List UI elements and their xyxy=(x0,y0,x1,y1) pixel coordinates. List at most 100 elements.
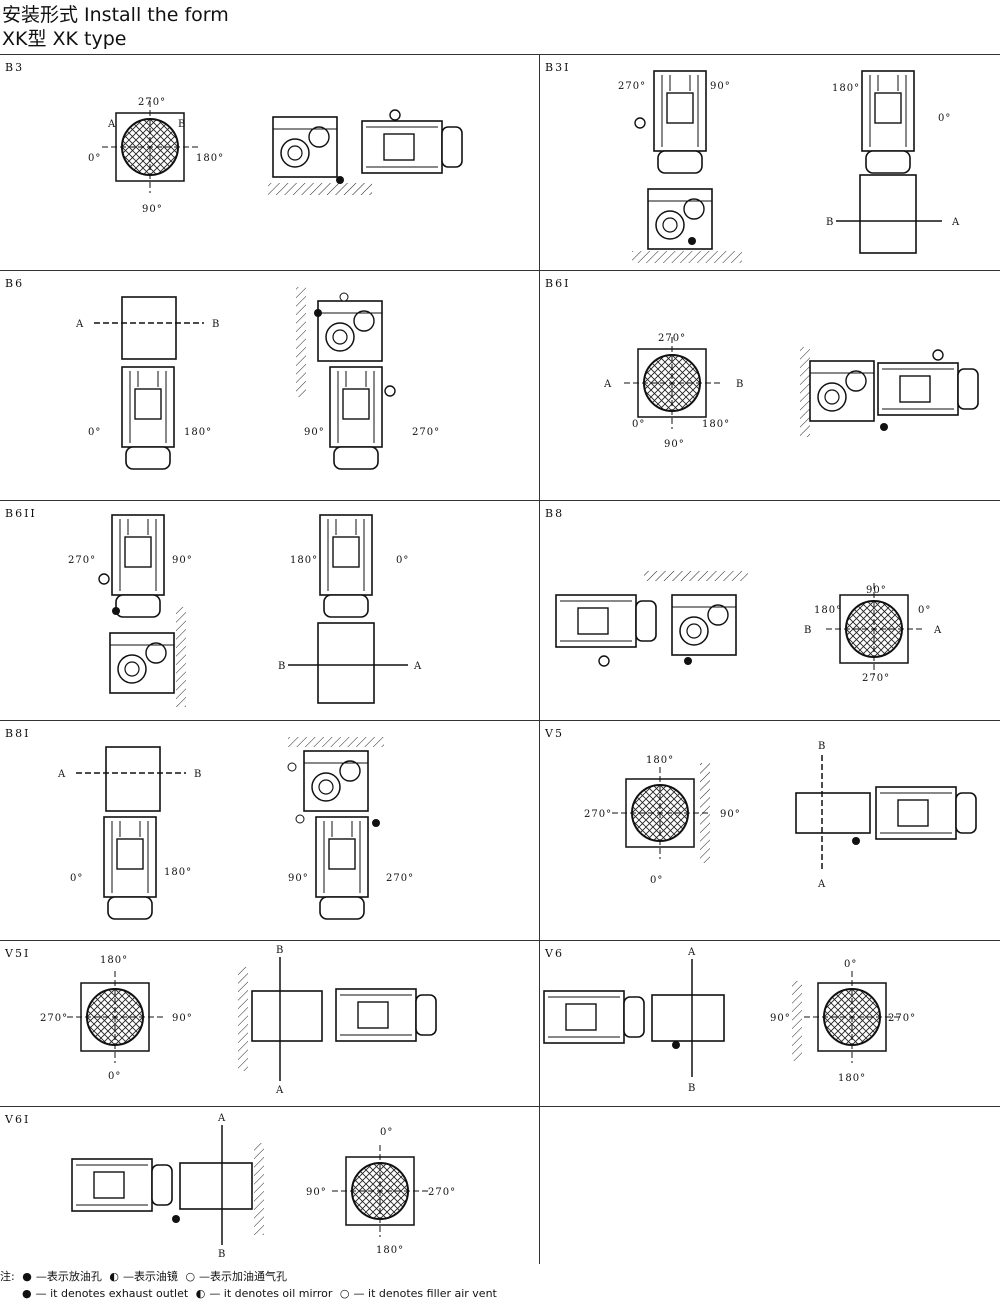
v6-diagram: A B 0° 90° 270° 180° xyxy=(543,947,916,1094)
angle-label: 180° xyxy=(184,427,212,438)
b3-diagram: 270° 180° 0° 90° A B xyxy=(88,97,463,215)
b6ii-diagram: 270° 90° 180° 0° B A xyxy=(68,514,422,707)
angle-label: 270° xyxy=(584,809,612,820)
angle-label: 180° xyxy=(702,419,730,430)
install-form-grid: B3 270° 180° 0° 90° A B B3I 270° 90° xyxy=(0,54,1000,1264)
angle-label: 180° xyxy=(164,867,192,878)
legend-en-mirror: — it denotes oil mirror xyxy=(209,1287,333,1300)
page-title-line1: 安装形式 Install the form xyxy=(2,4,229,26)
panel-b8: B8 90° 180° 0° B A 270° xyxy=(540,500,1000,720)
panel-v5i: V5I 180° 270° 90° 0° B A xyxy=(0,940,540,1106)
angle-label: 270° xyxy=(888,1013,916,1024)
angle-label: 90° xyxy=(172,1013,193,1024)
legend-cn-exhaust: —表示放油孔 xyxy=(35,1270,102,1283)
angle-label: 180° xyxy=(838,1073,866,1084)
shaft-label: B xyxy=(178,119,186,130)
shaft-label: A xyxy=(75,319,84,330)
shaft-label: B xyxy=(736,379,744,390)
angle-label: 0° xyxy=(88,427,101,438)
angle-label: 0° xyxy=(108,1071,121,1082)
shaft-label: B xyxy=(818,741,826,752)
b6i-diagram: 270° A B 0° 180° 90° xyxy=(603,333,979,450)
angle-label: 0° xyxy=(918,605,931,616)
angle-label: 0° xyxy=(650,875,663,886)
shaft-label: A xyxy=(57,769,66,780)
shaft-label: A xyxy=(951,217,960,228)
angle-label: 90° xyxy=(664,439,685,450)
angle-label: 180° xyxy=(376,1245,404,1256)
shaft-label: A xyxy=(603,379,612,390)
angle-label: 0° xyxy=(396,555,409,566)
legend-prefix: 注: xyxy=(0,1270,15,1283)
b8i-diagram: A B 0° 180° 90° 270° xyxy=(57,737,414,920)
filler-vent-icon: ○ xyxy=(185,1270,196,1283)
panel-b8i: B8I A B 0° 180° 90° 270° xyxy=(0,720,540,940)
shaft-label: A xyxy=(687,947,696,958)
angle-label: 270° xyxy=(68,555,96,566)
shaft-label: B xyxy=(278,661,286,672)
panel-b6i: B6I 270° A B 0° 180° 90° xyxy=(540,270,1000,500)
shaft-label: B xyxy=(212,319,220,330)
shaft-label: A xyxy=(933,625,942,636)
shaft-label: A xyxy=(275,1085,284,1096)
panel-label: B3I xyxy=(545,61,571,74)
angle-label: 180° xyxy=(196,153,224,164)
shaft-label: B xyxy=(826,217,834,228)
angle-label: 180° xyxy=(814,605,842,616)
shaft-label: A xyxy=(413,661,422,672)
legend-cn: 注: ●—表示放油孔 ◐—表示油镜 ○—表示加油通气孔 xyxy=(0,1270,291,1284)
angle-label: 270° xyxy=(428,1187,456,1198)
panel-label: B6 xyxy=(5,277,25,290)
legend-cn-vent: —表示加油通气孔 xyxy=(199,1270,288,1283)
angle-label: 270° xyxy=(138,97,166,108)
angle-label: 270° xyxy=(862,673,890,684)
shaft-label: B xyxy=(804,625,812,636)
angle-label: 90° xyxy=(288,873,309,884)
v5-diagram: 180° 270° 90° 0° B A xyxy=(584,741,977,890)
angle-label: 270° xyxy=(386,873,414,884)
angle-label: 90° xyxy=(866,585,887,596)
panel-label: V5I xyxy=(5,947,31,960)
shaft-label: B xyxy=(276,945,284,956)
angle-label: 90° xyxy=(710,81,731,92)
panel-b3i: B3I 270° 90° 180° 0° B A xyxy=(540,54,1000,270)
angle-label: 0° xyxy=(632,419,645,430)
panel-label: V6I xyxy=(5,1113,31,1126)
angle-label: 90° xyxy=(770,1013,791,1024)
angle-label: 180° xyxy=(290,555,318,566)
shaft-label: B xyxy=(218,1249,226,1260)
v5i-diagram: 180° 270° 90° 0° B A xyxy=(40,945,437,1096)
angle-label: 90° xyxy=(306,1187,327,1198)
legend-cn-mirror: —表示油镜 xyxy=(122,1270,178,1283)
page-title-line2: XK型 XK type xyxy=(2,28,127,50)
panel-v6i: V6I A B 0° 90° 270° 180° xyxy=(0,1106,540,1264)
angle-label: 90° xyxy=(304,427,325,438)
b6-diagram: A B 0° 180° 90° 270° xyxy=(75,287,440,470)
shaft-label: A xyxy=(817,879,826,890)
oil-mirror-icon: ◐ xyxy=(109,1270,119,1283)
angle-label: 0° xyxy=(88,153,101,164)
panel-label: V6 xyxy=(545,947,564,960)
angle-label: 90° xyxy=(142,204,163,215)
exhaust-outlet-icon: ● xyxy=(22,1270,32,1283)
angle-label: 90° xyxy=(172,555,193,566)
angle-label: 0° xyxy=(70,873,83,884)
angle-label: 270° xyxy=(412,427,440,438)
panel-label: V5 xyxy=(545,727,564,740)
oil-mirror-icon: ◐ xyxy=(195,1287,206,1300)
panel-label: B6II xyxy=(5,507,37,520)
b8-diagram: 90° 180° 0° B A 270° xyxy=(555,571,942,684)
panel-v6: V6 A B 0° 90° 270° 180° xyxy=(540,940,1000,1106)
panel-label: B8I xyxy=(5,727,31,740)
panel-label: B3 xyxy=(5,61,25,74)
shaft-label: A xyxy=(107,119,116,130)
angle-label: 0° xyxy=(844,959,857,970)
angle-label: 270° xyxy=(618,81,646,92)
shaft-label: B xyxy=(688,1083,696,1094)
v6i-diagram: A B 0° 90° 270° 180° xyxy=(71,1113,456,1260)
angle-label: 180° xyxy=(100,955,128,966)
legend-en-vent: — it denotes filler air vent xyxy=(353,1287,497,1300)
shaft-label: A xyxy=(217,1113,226,1124)
angle-label: 270° xyxy=(658,333,686,344)
panel-b3: B3 270° 180° 0° 90° A B xyxy=(0,54,540,270)
